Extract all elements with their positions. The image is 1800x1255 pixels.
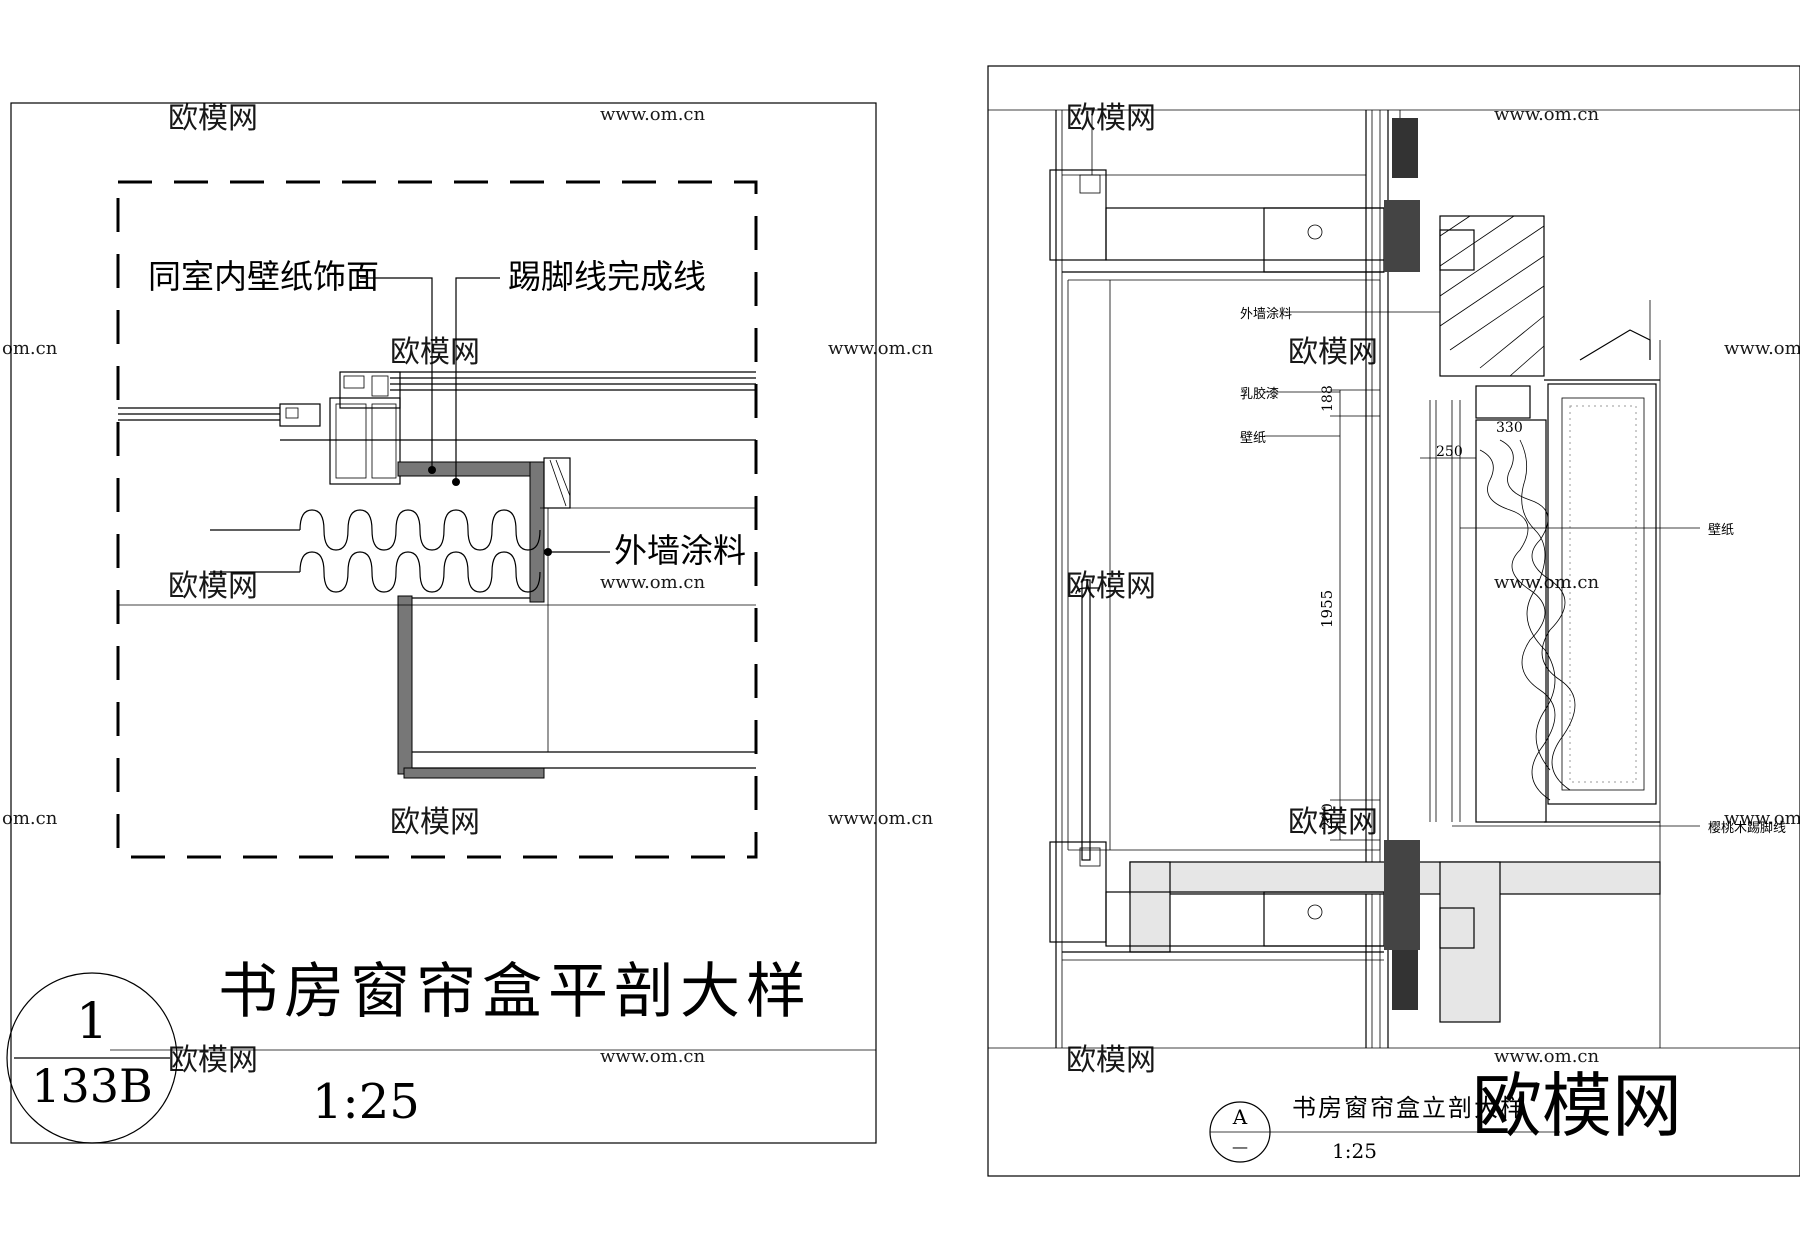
watermark-url: www.om.cn <box>1724 808 1800 829</box>
detail-bubble <box>6 972 178 1144</box>
dim-1955: 1955 <box>1318 590 1336 628</box>
dim-330: 330 <box>1496 420 1523 436</box>
watermark-url: www.om.cn <box>600 104 706 125</box>
right-title: 书房窗帘盒立剖大样 <box>1292 1094 1526 1122</box>
left-title: 书房窗帘盒平剖大样 <box>218 957 812 1027</box>
label-wallpaper-left: 壁纸 <box>1240 431 1266 446</box>
window-frame-plan <box>118 371 756 485</box>
watermark-url: www.om.cn <box>600 572 706 593</box>
watermark-brand: 欧模网 <box>168 1043 258 1078</box>
detail-sub-right: — <box>1232 1137 1248 1156</box>
watermark-url-partial: om.cn <box>2 808 58 829</box>
sheet-number: 133B <box>31 1059 153 1113</box>
label-exterior-left: 外墙涂料 <box>614 531 746 570</box>
label-exterior-right: 外墙涂料 <box>1240 306 1292 322</box>
label-cherry-skirting: 樱桃木踢脚线 <box>1708 820 1786 836</box>
left-scale: 1:25 <box>312 1074 420 1130</box>
watermark-url: www.om.cn <box>600 1046 706 1067</box>
watermark-brand: 欧模网 <box>1066 101 1156 136</box>
detail-boundary-dashed <box>116 180 758 859</box>
dimension-chain <box>1330 389 1530 841</box>
bottom-curtain-box <box>1049 840 1475 1010</box>
leader-wallpaper <box>360 277 433 470</box>
dim-188: 188 <box>1320 385 1336 412</box>
watermark-url: www.om.cn <box>828 338 934 359</box>
watermark-brand: 欧模网 <box>168 101 258 136</box>
right-sheet: 外墙涂料 乳胶漆 壁纸 壁纸 樱桃木踢脚线 188 330 250 1955 2… <box>987 65 1800 1177</box>
watermark-url: www.om.cn <box>828 808 934 829</box>
watermark-brand: 欧模网 <box>1066 1043 1156 1078</box>
detail-letter-right: A <box>1232 1105 1248 1129</box>
watermark-brand: 欧模网 <box>1066 569 1156 604</box>
curtain-wave-2 <box>210 551 541 593</box>
watermark-url: www.om.cn <box>1494 1046 1600 1067</box>
leader-skirting <box>455 277 500 482</box>
watermark-url-partial: om.cn <box>2 338 58 359</box>
left-sheet: 同室内壁纸饰面 踢脚线完成线 外墙涂料 1 133B 书房窗帘盒平剖大样 1:2… <box>6 102 877 1144</box>
top-curtain-box <box>1049 118 1475 273</box>
wall-hatch-top <box>1439 215 1545 419</box>
curtain-wave <box>210 509 541 551</box>
watermark-brand: 欧模网 <box>390 335 480 370</box>
curtain-box-section <box>118 457 756 779</box>
wall-panel <box>1429 300 1661 1048</box>
label-wallpaper-right: 壁纸 <box>1708 523 1734 538</box>
detail-number: 1 <box>76 992 108 1050</box>
watermark-url: www.om.cn <box>1494 104 1600 125</box>
watermark-brand: 欧模网 <box>1288 335 1378 370</box>
dim-200: 200 <box>1320 803 1336 830</box>
watermark-brand: 欧模网 <box>1288 805 1378 840</box>
right-sheet-border <box>987 65 1800 1177</box>
watermark-brand: 欧模网 <box>168 569 258 604</box>
watermark-url: www.om.cn <box>1494 572 1600 593</box>
watermark-url: www.om.cn <box>1724 338 1800 359</box>
label-latex: 乳胶漆 <box>1240 386 1279 402</box>
right-scale: 1:25 <box>1332 1139 1377 1163</box>
watermark-brand: 欧模网 <box>390 805 480 840</box>
brand-logo: 欧模网 <box>1472 1065 1682 1147</box>
label-skirting: 踢脚线完成线 <box>508 257 706 296</box>
left-sheet-border <box>10 102 877 1144</box>
dim-250: 250 <box>1436 444 1463 460</box>
watermarks: 欧模网 www.om.cn 欧模网 www.om.cn om.cn 欧模网 ww… <box>2 101 1800 1078</box>
label-wallpaper: 同室内壁纸饰面 <box>148 257 379 296</box>
